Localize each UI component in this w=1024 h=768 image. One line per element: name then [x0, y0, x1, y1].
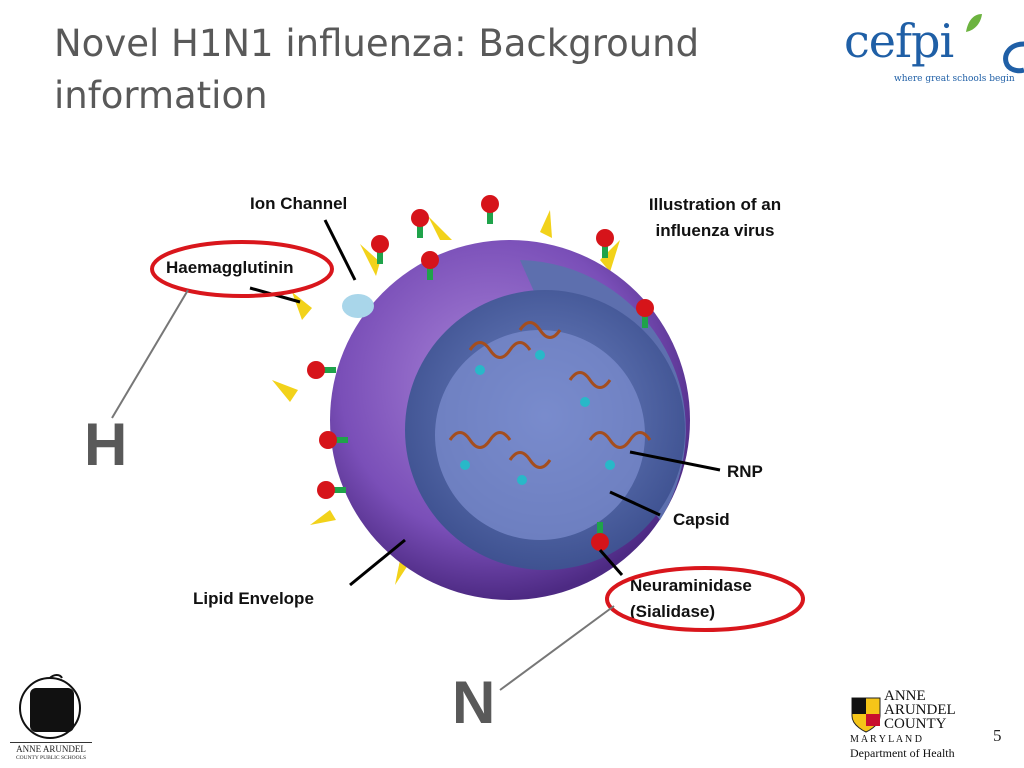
figure-caption: Illustration of an influenza virus	[648, 195, 782, 240]
label-neuraminidase: Neuraminidase	[630, 576, 752, 595]
partial-logo-mark	[1003, 41, 1024, 74]
doh-line4: M A R Y L A N D	[850, 734, 922, 745]
cefpi-tagline: where great schools begin	[894, 74, 1015, 84]
ion-channel-shape	[342, 294, 374, 318]
leaf-icon	[966, 14, 982, 32]
label-haemagglutinin: Haemagglutinin	[166, 258, 294, 277]
cefpi-logo-word: cefpi	[844, 14, 954, 68]
label-sialidase: (Sialidase)	[630, 602, 716, 621]
label-lipid-envelope: Lipid Envelope	[193, 589, 314, 608]
surface-spikes	[272, 210, 620, 592]
apple-emblem-icon	[19, 674, 81, 739]
surface-proteins	[307, 195, 654, 551]
label-ion-channel: Ion Channel	[250, 194, 348, 213]
h-callout-line	[111, 289, 189, 419]
maryland-shield-icon	[851, 697, 881, 733]
slide-title: Novel H1N1 influenza: Background informa…	[54, 22, 700, 117]
doh-line5: Department of Health	[850, 746, 955, 760]
doh-line3: COUNTY	[884, 716, 947, 732]
aa-schools-name: ANNE ARUNDEL	[10, 742, 92, 754]
rnp-coils	[448, 321, 652, 469]
doh-line2: ARUNDEL	[884, 702, 956, 718]
label-rnp: RNP	[727, 462, 763, 481]
aa-schools-logo	[10, 672, 92, 764]
health-dept-logo: ANNE ARUNDEL COUNTY M A R Y L A N D Depa…	[848, 688, 978, 766]
h-callout-letter: H	[84, 411, 128, 478]
influenza-virus-illustration	[190, 180, 800, 630]
doh-line1: ANNE	[884, 688, 926, 704]
page-number: 5	[993, 726, 1002, 745]
label-capsid: Capsid	[673, 510, 730, 529]
aa-schools-sub: COUNTY PUBLIC SCHOOLS	[15, 755, 87, 761]
cefpi-logo: cefpi where great schools begin	[842, 10, 1024, 90]
n-callout-letter: N	[452, 669, 496, 736]
